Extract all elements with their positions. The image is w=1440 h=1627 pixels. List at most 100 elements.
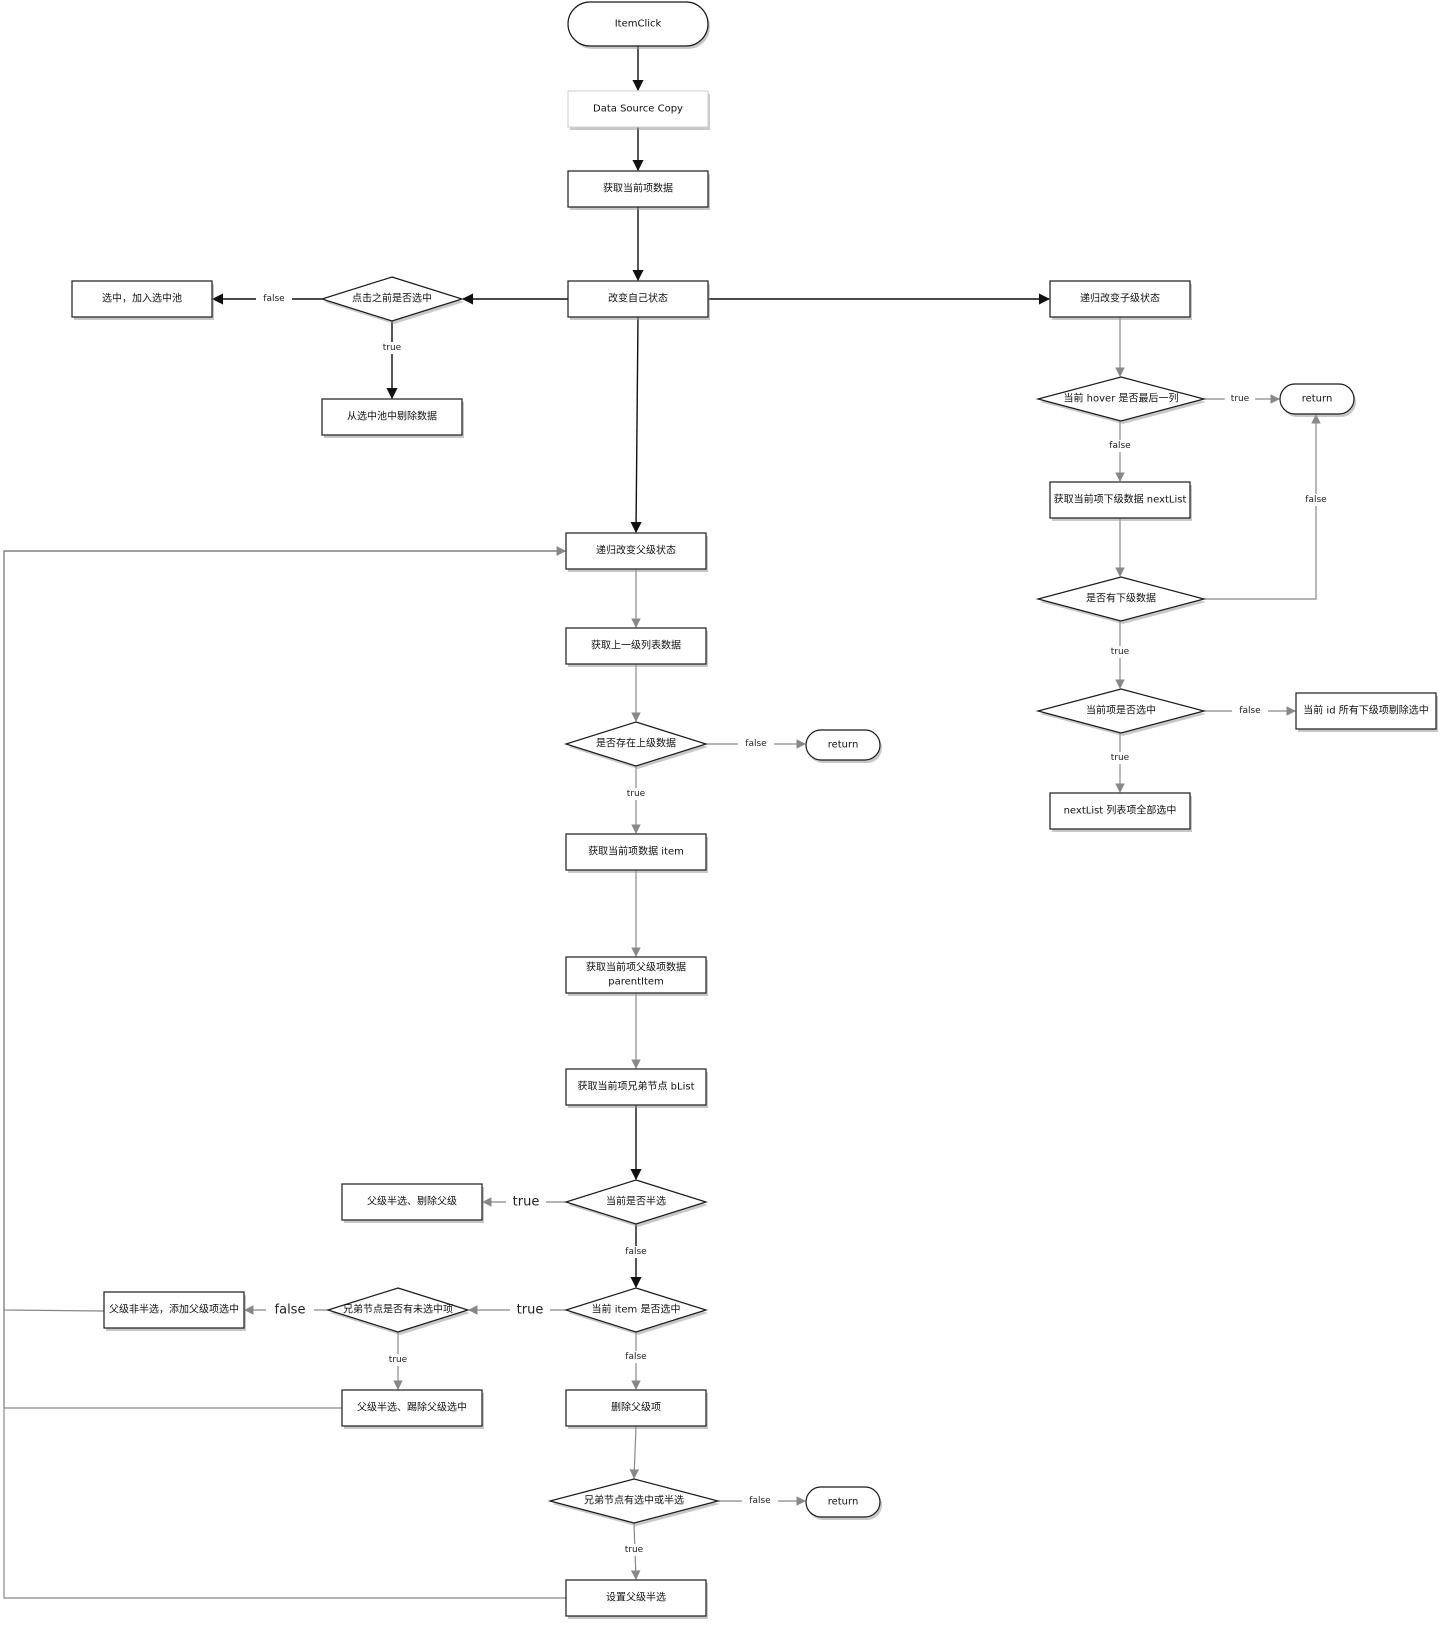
edge-label-bg: [256, 293, 292, 305]
decision-diamond: [547, 1478, 721, 1524]
node-label: return: [828, 1497, 859, 1508]
decision-diamond: [1035, 688, 1207, 734]
node-label: 当前是否半选: [606, 1195, 666, 1208]
node-label: 是否有下级数据: [1086, 592, 1156, 605]
edge-label-false: false: [1239, 706, 1261, 716]
edge-label-bg: [266, 1302, 314, 1318]
process-box: [565, 532, 707, 570]
edge-label-bg: [620, 788, 652, 800]
edge-n_change-to-n_parent: [630, 316, 642, 534]
edge-n_d_itemsel-to-n_d_sibunsel: true: [468, 1302, 566, 1318]
edge-label-bg: [382, 1354, 414, 1366]
process-box: [1049, 280, 1191, 318]
decision-node-d_hasup: 是否存在上级数据: [563, 721, 709, 769]
edge-label-bg: [1224, 393, 1256, 405]
node-label: 获取当前项数据: [603, 182, 673, 195]
node-label: 递归改变子级状态: [1080, 292, 1160, 305]
edge-line: [1204, 414, 1321, 600]
edge-label-false: false: [625, 1247, 647, 1257]
decision-node-d_last: 当前 hover 是否最后一列: [1035, 376, 1207, 424]
node-label: 父级半选、踢除父级选中: [357, 1401, 467, 1414]
process-box: [565, 956, 707, 994]
edge-label-true: true: [625, 1545, 644, 1555]
process-node-getup: 获取上一级列表数据: [565, 627, 708, 667]
edge-n_d_half-to-n_d_itemsel: false: [618, 1224, 654, 1289]
process-box: [341, 1183, 483, 1221]
process-box: [565, 1579, 707, 1617]
edge-label-true: true: [1231, 394, 1250, 404]
edge-label-true: true: [627, 789, 646, 799]
decision-diamond: [325, 1287, 471, 1333]
node-label: 删除父级项: [611, 1401, 661, 1414]
decision-diamond: [1035, 576, 1207, 622]
edge-label-true: true: [389, 1355, 408, 1365]
edge-n_d_hasnext-to-n_d_cursel: true: [1104, 621, 1136, 689]
process-box: [1049, 792, 1191, 830]
process-node-copy: Data Source Copy: [567, 90, 710, 130]
node-label: 当前 item 是否选中: [592, 1303, 681, 1316]
node-label: Data Source Copy: [593, 104, 683, 115]
edge-n_delparent-to-n_d_sibany: [629, 1425, 640, 1479]
edge-label-bg: [506, 1194, 546, 1210]
node-label: 获取当前项父级项数据: [586, 961, 686, 974]
terminal-node-ret1: return: [1279, 383, 1356, 417]
edges-layer: false true true false false true false true fals…: [3, 46, 1334, 1599]
node-label: 点击之前是否选中: [352, 292, 432, 305]
node-label: 选中，加入选中池: [102, 292, 182, 305]
process-node-getitem: 获取当前项数据 item: [565, 833, 708, 873]
decision-node-d_hasnext: 是否有下级数据: [1035, 576, 1207, 624]
decision-node-d_sibunsel: 兄弟节点是否有未选中项: [325, 1287, 471, 1335]
edge-label-bg: [376, 342, 408, 354]
decision-diamond: [563, 1287, 709, 1333]
process-box: [567, 280, 709, 318]
process-node-getsib: 获取当前项兄弟节点 bList: [565, 1068, 708, 1108]
edge-label-bg: [1298, 494, 1334, 506]
node-label: 当前项是否选中: [1086, 704, 1156, 717]
edge-n_d_last-to-n_nextlist: false: [1102, 421, 1138, 482]
edge-n_d_last-to-n_ret1: true: [1204, 393, 1280, 405]
edge-n_d_before-to-n_remove: true: [376, 321, 408, 400]
edge-label-bg: [742, 1495, 778, 1507]
process-node-getcur: 获取当前项数据: [567, 170, 710, 210]
process-node-remove: 从选中池中剔除数据: [321, 398, 464, 438]
edge-label-true: true: [383, 343, 402, 353]
node-label: 从选中池中剔除数据: [347, 410, 437, 423]
process-box: [103, 1291, 245, 1329]
node-label: 获取当前项下级数据 nextList: [1054, 493, 1187, 506]
terminal-node-ret3: return: [805, 1486, 882, 1520]
edge-n_d_before-to-n_select: false: [211, 293, 322, 305]
edge-n_d_half-to-n_parenthalf1: true: [482, 1194, 566, 1210]
edge-n_d_hasup-to-n_ret2: false: [706, 738, 806, 750]
edge-line: [3, 546, 566, 1409]
process-box: [1295, 692, 1437, 730]
edge-n_d_cursel-to-n_clearsub: false: [1204, 705, 1296, 717]
edge-label-bg: [618, 1246, 654, 1258]
edge-n_d_sibunsel-to-n_parentadd: false: [244, 1302, 328, 1318]
process-node-nextlist: 获取当前项下级数据 nextList: [1049, 481, 1192, 521]
decision-diamond: [563, 721, 709, 767]
process-box: [565, 627, 707, 665]
node-label: return: [828, 740, 859, 751]
edge-label-true: true: [517, 1303, 544, 1318]
process-node-child: 递归改变子级状态: [1049, 280, 1192, 320]
edge-label-bg: [1104, 646, 1136, 658]
decision-diamond: [563, 1179, 709, 1225]
edge-label-bg: [618, 1351, 654, 1363]
edge-label-bg: [1232, 705, 1268, 717]
process-box: [341, 1389, 483, 1427]
edge-label-bg: [618, 1544, 650, 1556]
node-label: 当前 id 所有下级项剔除选中: [1303, 704, 1428, 717]
edge-label-false: false: [1109, 441, 1131, 451]
edge-label-false: false: [745, 739, 767, 749]
process-node-select: 选中，加入选中池: [71, 280, 214, 320]
edge-label-false: false: [749, 1496, 771, 1506]
process-box: [565, 833, 707, 871]
decision-diamond: [319, 276, 465, 322]
terminal-pill: [805, 1486, 881, 1518]
edge-label-true: true: [1111, 647, 1130, 657]
edge-label-bg: [510, 1302, 550, 1318]
node-label: 递归改变父级状态: [596, 544, 676, 557]
